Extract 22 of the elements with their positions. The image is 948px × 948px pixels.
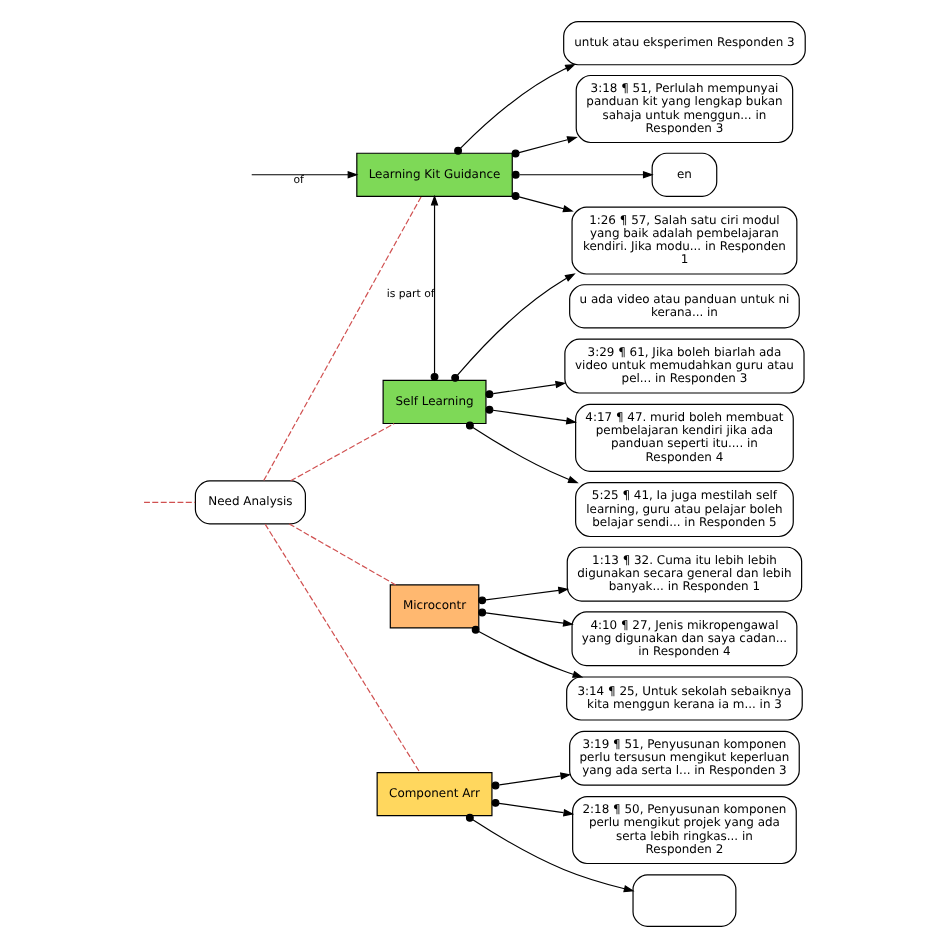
arrow <box>491 772 572 790</box>
arrow <box>454 64 576 155</box>
connector <box>143 501 196 503</box>
arrow <box>478 608 574 627</box>
arrow <box>465 421 579 484</box>
connector <box>288 523 397 586</box>
arrow <box>511 192 574 213</box>
arrow <box>471 625 584 678</box>
arrow <box>251 171 359 179</box>
arrow <box>511 136 578 158</box>
connector <box>290 423 395 482</box>
arrow <box>491 798 575 817</box>
arrow <box>485 380 567 399</box>
node-box <box>632 874 737 927</box>
connector <box>264 523 421 773</box>
arrow <box>511 170 654 179</box>
arrow <box>485 405 577 425</box>
arrow <box>478 586 570 605</box>
arrow <box>465 813 635 893</box>
arrow <box>430 194 439 381</box>
connector <box>263 196 422 481</box>
arrow <box>451 273 576 382</box>
